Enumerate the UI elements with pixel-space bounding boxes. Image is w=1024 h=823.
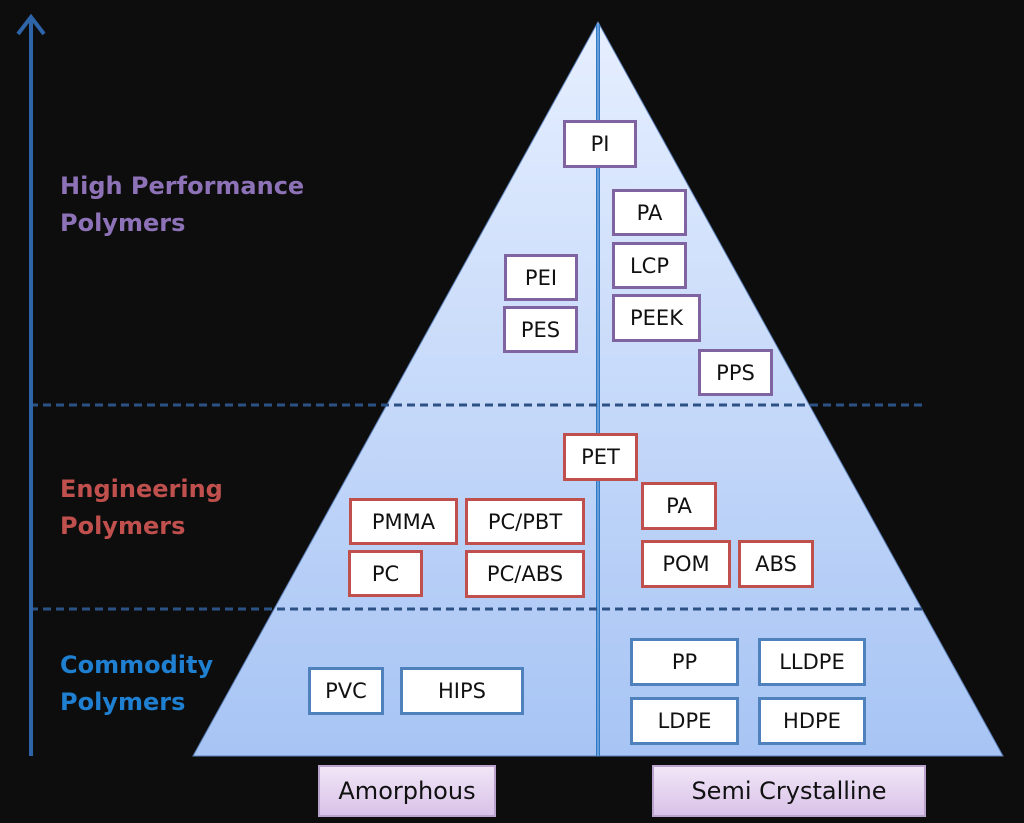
tier-label-high-performance: High Performance Polymers	[60, 168, 304, 242]
polymer-box-pps: PPS	[698, 349, 773, 396]
tier-label-line: Commodity	[60, 651, 214, 679]
tier-label-line: Polymers	[60, 209, 186, 237]
tier-label-line: Engineering	[60, 475, 223, 503]
polymer-box-pp: PP	[630, 638, 739, 686]
tier-label-engineering: Engineering Polymers	[60, 471, 223, 545]
polymer-box-pa-hp: PA	[612, 189, 687, 236]
polymer-box-hdpe: HDPE	[758, 697, 866, 745]
polymer-box-abs: ABS	[738, 540, 814, 588]
category-label-semi-crystalline: Semi Crystalline	[652, 765, 926, 817]
tier-label-line: High Performance	[60, 172, 305, 200]
polymer-box-lldpe: LLDPE	[758, 638, 866, 686]
polymer-box-hips: HIPS	[400, 667, 524, 715]
polymer-box-pc-pbt: PC/PBT	[465, 498, 585, 545]
tier-label-line: Polymers	[60, 688, 186, 716]
polymer-box-pi: PI	[563, 120, 637, 168]
polymer-box-ldpe: LDPE	[630, 697, 739, 745]
polymer-box-pvc: PVC	[308, 667, 384, 715]
polymer-box-lcp: LCP	[612, 242, 687, 289]
polymer-box-pei: PEI	[504, 254, 578, 301]
polymer-box-pes: PES	[503, 306, 578, 353]
polymer-box-pa-eng: PA	[641, 482, 717, 530]
polymer-box-pmma: PMMA	[349, 498, 458, 545]
polymer-box-pc-abs: PC/ABS	[465, 550, 585, 598]
tier-label-line: Polymers	[60, 512, 186, 540]
polymer-box-pom: POM	[641, 540, 731, 588]
polymer-box-pc: PC	[348, 550, 423, 597]
tier-label-commodity: Commodity Polymers	[60, 647, 213, 721]
category-label-amorphous: Amorphous	[318, 765, 496, 817]
polymer-box-pet: PET	[563, 433, 638, 481]
polymer-box-peek: PEEK	[612, 294, 701, 342]
arrow-head-icon	[16, 13, 46, 36]
